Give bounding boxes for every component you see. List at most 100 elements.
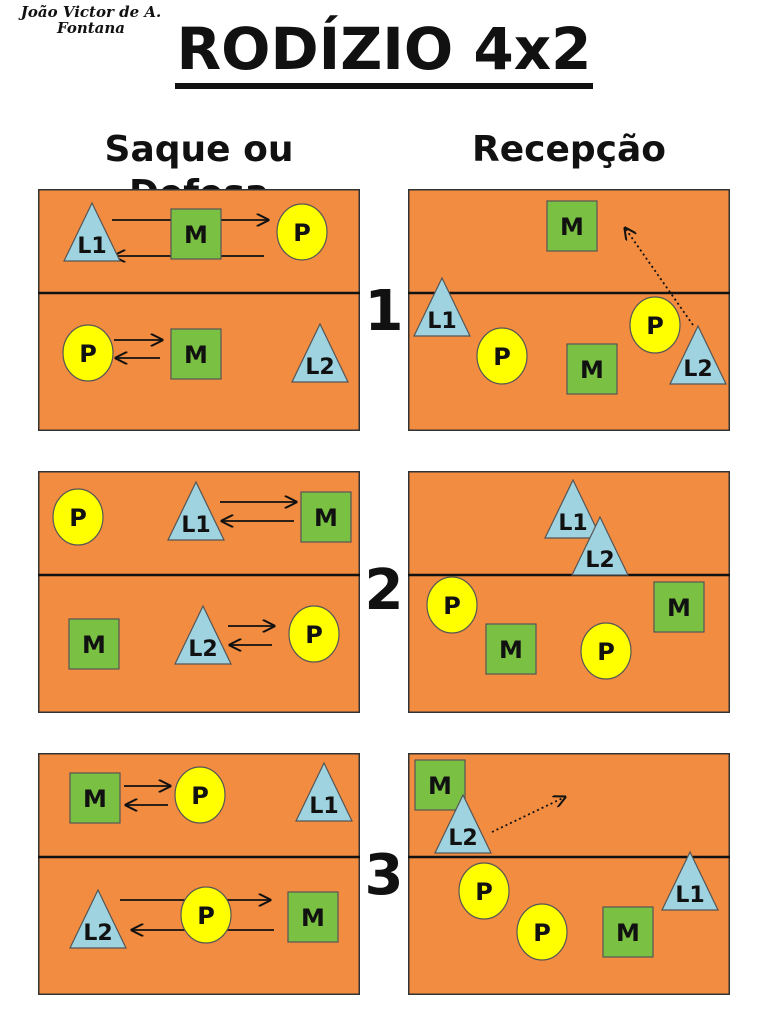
player-middle: M	[414, 759, 466, 811]
token-label: M	[428, 772, 452, 800]
player-setter: P	[629, 296, 681, 354]
token-label: P	[533, 919, 551, 947]
token-shape	[434, 793, 492, 854]
token-shape	[546, 200, 598, 252]
token-label: P	[305, 621, 323, 649]
token-label: L1	[181, 513, 210, 538]
author-line-1: João Victor de A.	[20, 3, 162, 21]
player-middle: M	[653, 581, 705, 633]
token-label: M	[184, 341, 208, 369]
player-libero-l2: L2	[434, 793, 492, 854]
column-header-receive: Recepção	[471, 129, 667, 170]
author-name: João Victor de A. Fontana	[6, 4, 176, 36]
token-label: P	[646, 312, 664, 340]
player-setter: P	[476, 327, 528, 385]
player-setter: P	[288, 605, 340, 663]
player-libero-l2: L2	[69, 888, 127, 949]
player-setter: P	[180, 886, 232, 944]
token-shape	[180, 886, 232, 944]
token-label: L2	[585, 548, 614, 573]
player-setter: P	[52, 488, 104, 546]
token-shape	[174, 766, 226, 824]
token-shape	[276, 203, 328, 261]
player-middle: M	[68, 618, 120, 670]
token-label: L1	[427, 309, 456, 334]
token-label: P	[191, 782, 209, 810]
token-shape	[653, 581, 705, 633]
token-shape	[291, 322, 349, 383]
token-label: L2	[305, 355, 334, 380]
token-shape	[476, 327, 528, 385]
player-middle: M	[602, 906, 654, 958]
token-shape	[544, 478, 602, 539]
token-shape	[68, 618, 120, 670]
token-label: P	[197, 902, 215, 930]
page-title: RODÍZIO 4x2	[0, 14, 768, 89]
player-setter: P	[516, 903, 568, 961]
author-line-2: Fontana	[56, 19, 125, 37]
token-shape	[174, 604, 232, 665]
token-label: M	[499, 636, 523, 664]
token-label: M	[82, 631, 106, 659]
player-libero-l1: L1	[413, 276, 471, 337]
token-shape	[295, 761, 353, 822]
rotation-number-1: 1	[364, 279, 404, 344]
token-shape	[62, 324, 114, 382]
token-label: L1	[675, 883, 704, 908]
token-label: P	[443, 592, 461, 620]
token-label: L2	[188, 637, 217, 662]
token-label: M	[301, 904, 325, 932]
token-label: M	[314, 504, 338, 532]
token-shape	[52, 488, 104, 546]
player-middle: M	[170, 328, 222, 380]
token-shape	[63, 201, 121, 262]
token-label: P	[475, 878, 493, 906]
player-libero-l1: L1	[544, 478, 602, 539]
player-setter: P	[426, 576, 478, 634]
player-libero-l1: L1	[295, 761, 353, 822]
token-shape	[571, 515, 629, 576]
token-label: L1	[77, 234, 106, 259]
player-middle: M	[546, 200, 598, 252]
player-setter: P	[174, 766, 226, 824]
token-shape	[602, 906, 654, 958]
token-label: M	[616, 919, 640, 947]
player-setter: P	[62, 324, 114, 382]
token-shape	[167, 480, 225, 541]
player-libero-l2: L2	[669, 324, 727, 385]
token-shape	[669, 324, 727, 385]
player-middle: M	[485, 623, 537, 675]
player-libero-l2: L2	[174, 604, 232, 665]
token-label: M	[184, 221, 208, 249]
token-shape	[69, 888, 127, 949]
token-label: L2	[683, 357, 712, 382]
rotation-number-3: 3	[364, 843, 404, 908]
player-setter: P	[458, 862, 510, 920]
token-label: M	[580, 356, 604, 384]
token-shape	[69, 772, 121, 824]
player-middle: M	[566, 343, 618, 395]
token-shape	[287, 891, 339, 943]
token-label: M	[560, 213, 584, 241]
token-shape	[661, 850, 719, 911]
player-libero-l2: L2	[571, 515, 629, 576]
player-middle: M	[300, 491, 352, 543]
token-label: M	[83, 785, 107, 813]
token-shape	[629, 296, 681, 354]
title-text: RODÍZIO 4x2	[174, 15, 594, 89]
token-label: L2	[448, 826, 477, 851]
player-middle: M	[170, 208, 222, 260]
token-shape	[413, 276, 471, 337]
token-label: P	[79, 340, 97, 368]
token-shape	[566, 343, 618, 395]
token-shape	[426, 576, 478, 634]
token-shape	[170, 208, 222, 260]
token-label: M	[667, 594, 691, 622]
token-label: P	[293, 219, 311, 247]
token-label: L1	[558, 511, 587, 536]
